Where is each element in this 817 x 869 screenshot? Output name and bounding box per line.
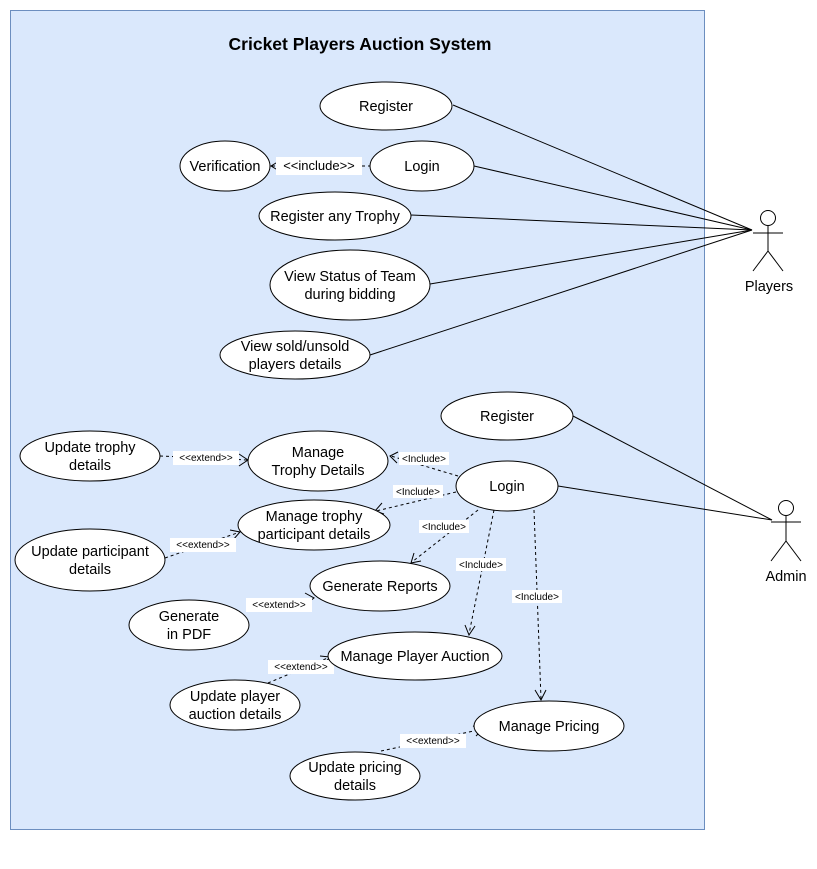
include-manage-trophy: <Include> <box>389 451 459 477</box>
extend-label: <<extend>> <box>179 453 233 464</box>
use-case-manage-trophy[interactable]: Manage Trophy Details <box>247 430 389 492</box>
use-case-label: in PDF <box>167 627 211 643</box>
admin-associations <box>557 415 773 521</box>
extend-label: <<extend>> <box>252 600 306 611</box>
use-case-label: details <box>69 458 111 474</box>
actor-label: Players <box>745 279 793 295</box>
use-case-verification[interactable]: Verification <box>179 140 271 192</box>
use-case-register-trophy[interactable]: Register any Trophy <box>258 191 412 241</box>
system-boundary <box>10 10 705 830</box>
use-case-label: Register <box>480 409 534 425</box>
include-label: <Include> <box>402 454 446 465</box>
use-case-generate-reports[interactable]: Generate Reports <box>309 560 451 612</box>
extend-pdf: <<extend>> <box>246 592 315 612</box>
use-case-admin-register[interactable]: Register <box>440 391 574 441</box>
use-case-label: auction details <box>189 707 282 723</box>
use-case-label: Trophy Details <box>272 463 365 479</box>
use-case-manage-pricing[interactable]: Manage Pricing <box>473 700 625 752</box>
use-case-label: during bidding <box>304 287 395 303</box>
use-case-label: Manage <box>292 445 344 461</box>
use-case-label: Manage Player Auction <box>340 649 489 665</box>
include-label: <Include> <box>459 560 503 571</box>
use-case-generate-pdf[interactable]: Generate in PDF <box>128 599 250 651</box>
include-label: <Include> <box>396 487 440 498</box>
use-case-label: details <box>69 562 111 578</box>
actor-admin[interactable]: Admin <box>765 500 807 586</box>
extend-label: <<extend>> <box>274 662 328 673</box>
use-case-label: participant details <box>258 527 371 543</box>
use-case-update-participant[interactable]: Update participant details <box>14 528 166 592</box>
use-case-label: Manage Pricing <box>499 719 600 735</box>
use-case-player-login[interactable]: Login <box>369 140 475 192</box>
use-case-label: Update pricing <box>308 760 402 776</box>
use-case-view-sold[interactable]: View sold/unsold players details <box>219 330 371 380</box>
use-case-manage-participant[interactable]: Manage trophy participant details <box>237 499 391 551</box>
use-case-label: Login <box>489 479 524 495</box>
include-label: <<include>> <box>283 158 355 173</box>
use-case-label: Register any Trophy <box>270 209 401 225</box>
extend-trophy: <<extend>> <box>159 451 249 467</box>
include-login-verification: <<include>> <box>270 157 371 175</box>
include-label: <Include> <box>515 592 559 603</box>
use-case-update-pricing[interactable]: Update pricing details <box>289 751 421 801</box>
diagram-title: Cricket Players Auction System <box>229 34 492 54</box>
use-case-player-register[interactable]: Register <box>319 81 453 131</box>
use-case-label: details <box>334 778 376 794</box>
extend-label: <<extend>> <box>176 540 230 551</box>
actor-players[interactable]: Players <box>745 210 793 296</box>
include-manage-auction: <Include> <box>456 509 506 637</box>
actor-head-icon <box>778 500 794 516</box>
use-case-view-status[interactable]: View Status of Team during bidding <box>269 249 431 321</box>
actor-head-icon <box>760 210 776 226</box>
use-case-label: Verification <box>190 159 261 175</box>
use-case-label: Login <box>404 159 439 175</box>
use-case-label: players details <box>249 357 342 373</box>
extend-label: <<extend>> <box>406 736 460 747</box>
use-case-update-auction[interactable]: Update player auction details <box>169 679 301 731</box>
use-case-manage-auction[interactable]: Manage Player Auction <box>327 631 503 681</box>
use-case-label: View Status of Team <box>284 269 416 285</box>
include-label: <Include> <box>422 522 466 533</box>
include-generate-reports: <Include> <box>410 509 479 564</box>
use-case-update-trophy[interactable]: Update trophy details <box>19 430 161 482</box>
players-associations <box>369 104 753 356</box>
use-case-label: Update participant <box>31 544 149 560</box>
use-case-label: Generate Reports <box>322 579 437 595</box>
use-case-label: View sold/unsold <box>241 339 350 355</box>
actor-label: Admin <box>765 569 806 585</box>
use-case-label: Update player <box>190 689 280 705</box>
use-case-label: Register <box>359 99 413 115</box>
use-case-admin-login[interactable]: Login <box>455 460 559 512</box>
use-case-label: Generate <box>159 609 219 625</box>
use-case-label: Update trophy <box>44 440 136 456</box>
extend-participant: <<extend>> <box>164 529 241 559</box>
use-case-label: Manage trophy <box>266 509 363 525</box>
include-manage-pricing: <Include> <box>512 509 562 702</box>
